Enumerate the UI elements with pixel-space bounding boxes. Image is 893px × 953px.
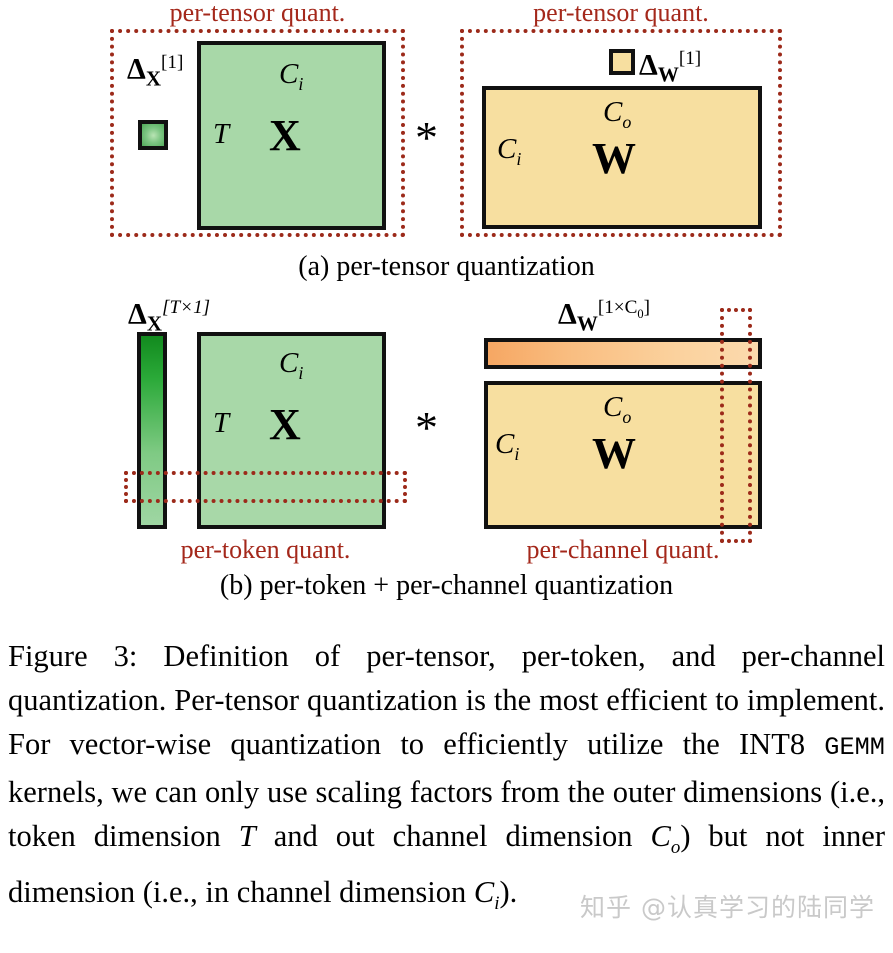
panel-b-per-token-dotted-frame bbox=[124, 471, 407, 503]
panel-b-matrix-x bbox=[197, 332, 386, 529]
panel-b-multiply-operator: * bbox=[415, 402, 438, 453]
delta-subscript: X bbox=[146, 311, 162, 336]
figure-caption: Figure 3: Definition of per-tensor, per-… bbox=[8, 634, 885, 926]
panel-a-multiply-operator: * bbox=[415, 112, 438, 163]
panel-b-w-dim-cols: Co bbox=[603, 391, 632, 427]
delta-superscript: [T×1] bbox=[161, 297, 211, 318]
delta-subscript: X bbox=[145, 66, 161, 91]
panel-a-x-name: X bbox=[269, 111, 301, 160]
panel-b-caption: (b) per-token + per-channel quantization bbox=[219, 570, 674, 601]
figure-caption-gemm: GEMM bbox=[824, 733, 885, 762]
panel-b-x-dim-rows: T bbox=[213, 407, 230, 439]
panel-a-caption: (a) per-tensor quantization bbox=[298, 251, 595, 282]
figure-caption-part2: kernels, we can only use scaling factors… bbox=[8, 775, 885, 853]
delta-subscript: W bbox=[576, 311, 598, 336]
figure-caption-part3: and out channel dimension bbox=[255, 819, 651, 853]
panel-a-w-name: W bbox=[592, 134, 636, 183]
panel-a-w-dim-rows: Ci bbox=[497, 133, 522, 169]
delta-symbol: Δ bbox=[558, 297, 577, 331]
panel-a-delta-w-swatch bbox=[609, 49, 635, 75]
panel-a-left-annotation-label: per-tensor quant. bbox=[169, 0, 346, 27]
panel-a-delta-w-label: ΔW[1] bbox=[639, 48, 701, 87]
figure-diagram: per-tensor quant. ΔX[1] Ci T X * per-ten… bbox=[0, 0, 893, 625]
delta-superscript: [1] bbox=[160, 52, 184, 73]
panel-b: ΔX[T×1] Ci T X per-token quant. * ΔW[1×C… bbox=[0, 285, 893, 625]
panel-a-matrix-x bbox=[197, 41, 386, 230]
panel-b-left-annotation-label: per-token quant. bbox=[180, 535, 351, 564]
figure-caption-var-co-sub: o bbox=[670, 837, 681, 859]
panel-a-delta-x-label: ΔX[1] bbox=[127, 52, 183, 91]
panel-a-matrix-w bbox=[482, 86, 762, 229]
delta-symbol: Δ bbox=[127, 52, 146, 86]
panel-a-left-dotted-frame bbox=[110, 29, 405, 237]
panel-a-x-dim-rows: T bbox=[213, 118, 230, 150]
panel-b-delta-x-label: ΔX[T×1] bbox=[128, 297, 210, 336]
figure-caption-var-ci: C bbox=[473, 875, 495, 910]
panel-b-w-name: W bbox=[592, 429, 636, 478]
panel-a-delta-x-swatch bbox=[138, 120, 168, 150]
panel-b-delta-w-vector bbox=[484, 338, 762, 369]
panel-b-x-name: X bbox=[269, 400, 301, 449]
delta-superscript: [1] bbox=[678, 48, 702, 69]
figure-caption-part1: Definition of per-tensor, per-token, and… bbox=[8, 639, 885, 761]
panel-b-delta-x-vector bbox=[137, 332, 167, 529]
panel-a-x-dim-cols: Ci bbox=[279, 58, 304, 94]
figure-caption-label: Figure 3: bbox=[8, 639, 138, 673]
watermark: 知乎 @认真学习的陆同学 bbox=[580, 893, 875, 922]
panel-a-right-dotted-frame bbox=[460, 29, 782, 237]
delta-symbol: Δ bbox=[128, 297, 147, 331]
panel-b-right-annotation-label: per-channel quant. bbox=[526, 535, 720, 564]
panel-a-w-dim-cols: Co bbox=[603, 96, 632, 132]
delta-subscript: W bbox=[657, 62, 679, 87]
panel-b-x-dim-cols: Ci bbox=[279, 347, 304, 383]
panel-b-matrix-w bbox=[484, 381, 762, 529]
panel-b-per-channel-dotted-frame bbox=[720, 308, 752, 543]
panel-a: per-tensor quant. ΔX[1] Ci T X * per-ten… bbox=[0, 0, 893, 285]
figure-caption-part5: ). bbox=[499, 875, 518, 910]
figure-caption-part4: ) but not inner dimension (i.e., in chan… bbox=[8, 819, 885, 910]
panel-b-delta-w-label: ΔW[1×C0] bbox=[558, 297, 650, 336]
panel-b-w-dim-rows: Ci bbox=[495, 428, 520, 464]
figure-caption-var-ci-sub: i bbox=[494, 893, 500, 915]
figure-caption-var-co: C bbox=[650, 819, 671, 853]
delta-superscript: [1×C0] bbox=[597, 297, 651, 321]
figure-caption-var-t: T bbox=[238, 819, 256, 853]
delta-symbol: Δ bbox=[639, 48, 658, 82]
panel-a-right-annotation-label: per-tensor quant. bbox=[533, 0, 709, 27]
